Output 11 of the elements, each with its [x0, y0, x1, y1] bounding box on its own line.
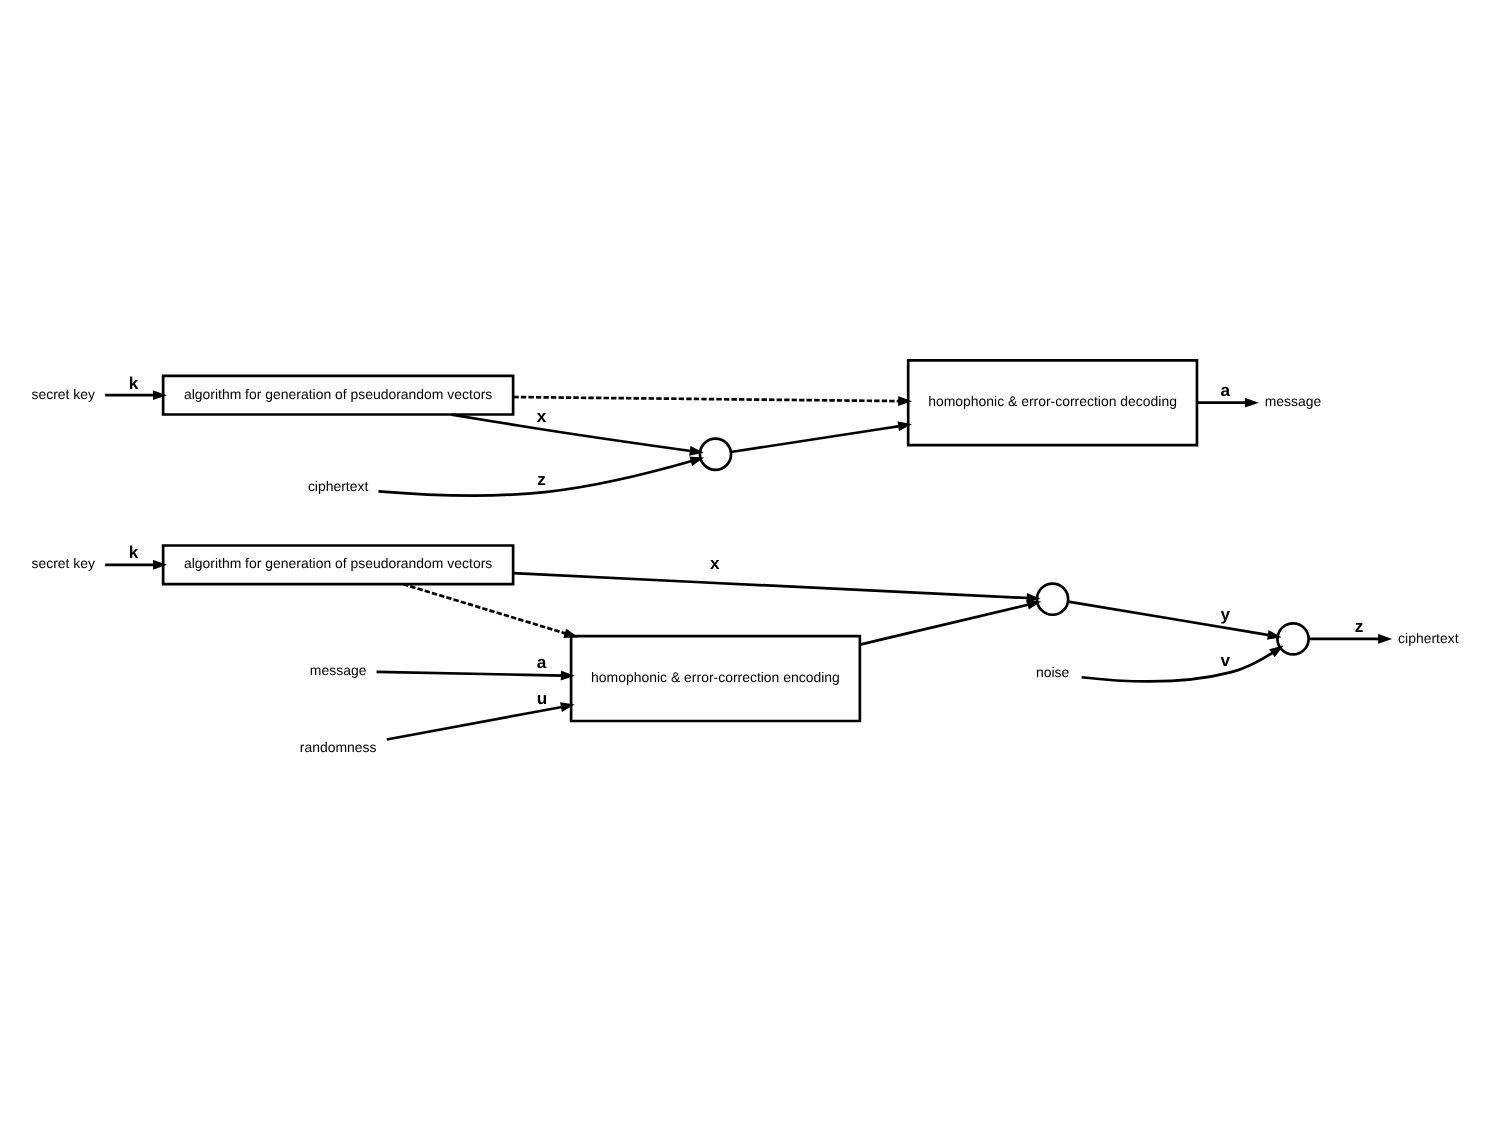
edge-label: k [128, 542, 139, 563]
edge-label: y [1220, 604, 1231, 625]
edge-label: a [1220, 380, 1231, 401]
edge-label: x [710, 552, 720, 573]
edge-label: v [1220, 649, 1231, 670]
edge-label: z [537, 469, 546, 490]
edge-label: x [536, 405, 547, 426]
edge-label: z [1354, 616, 1364, 637]
edge-label: u [536, 688, 548, 709]
edge-label: k [128, 372, 139, 393]
edge-label: a [536, 651, 547, 672]
